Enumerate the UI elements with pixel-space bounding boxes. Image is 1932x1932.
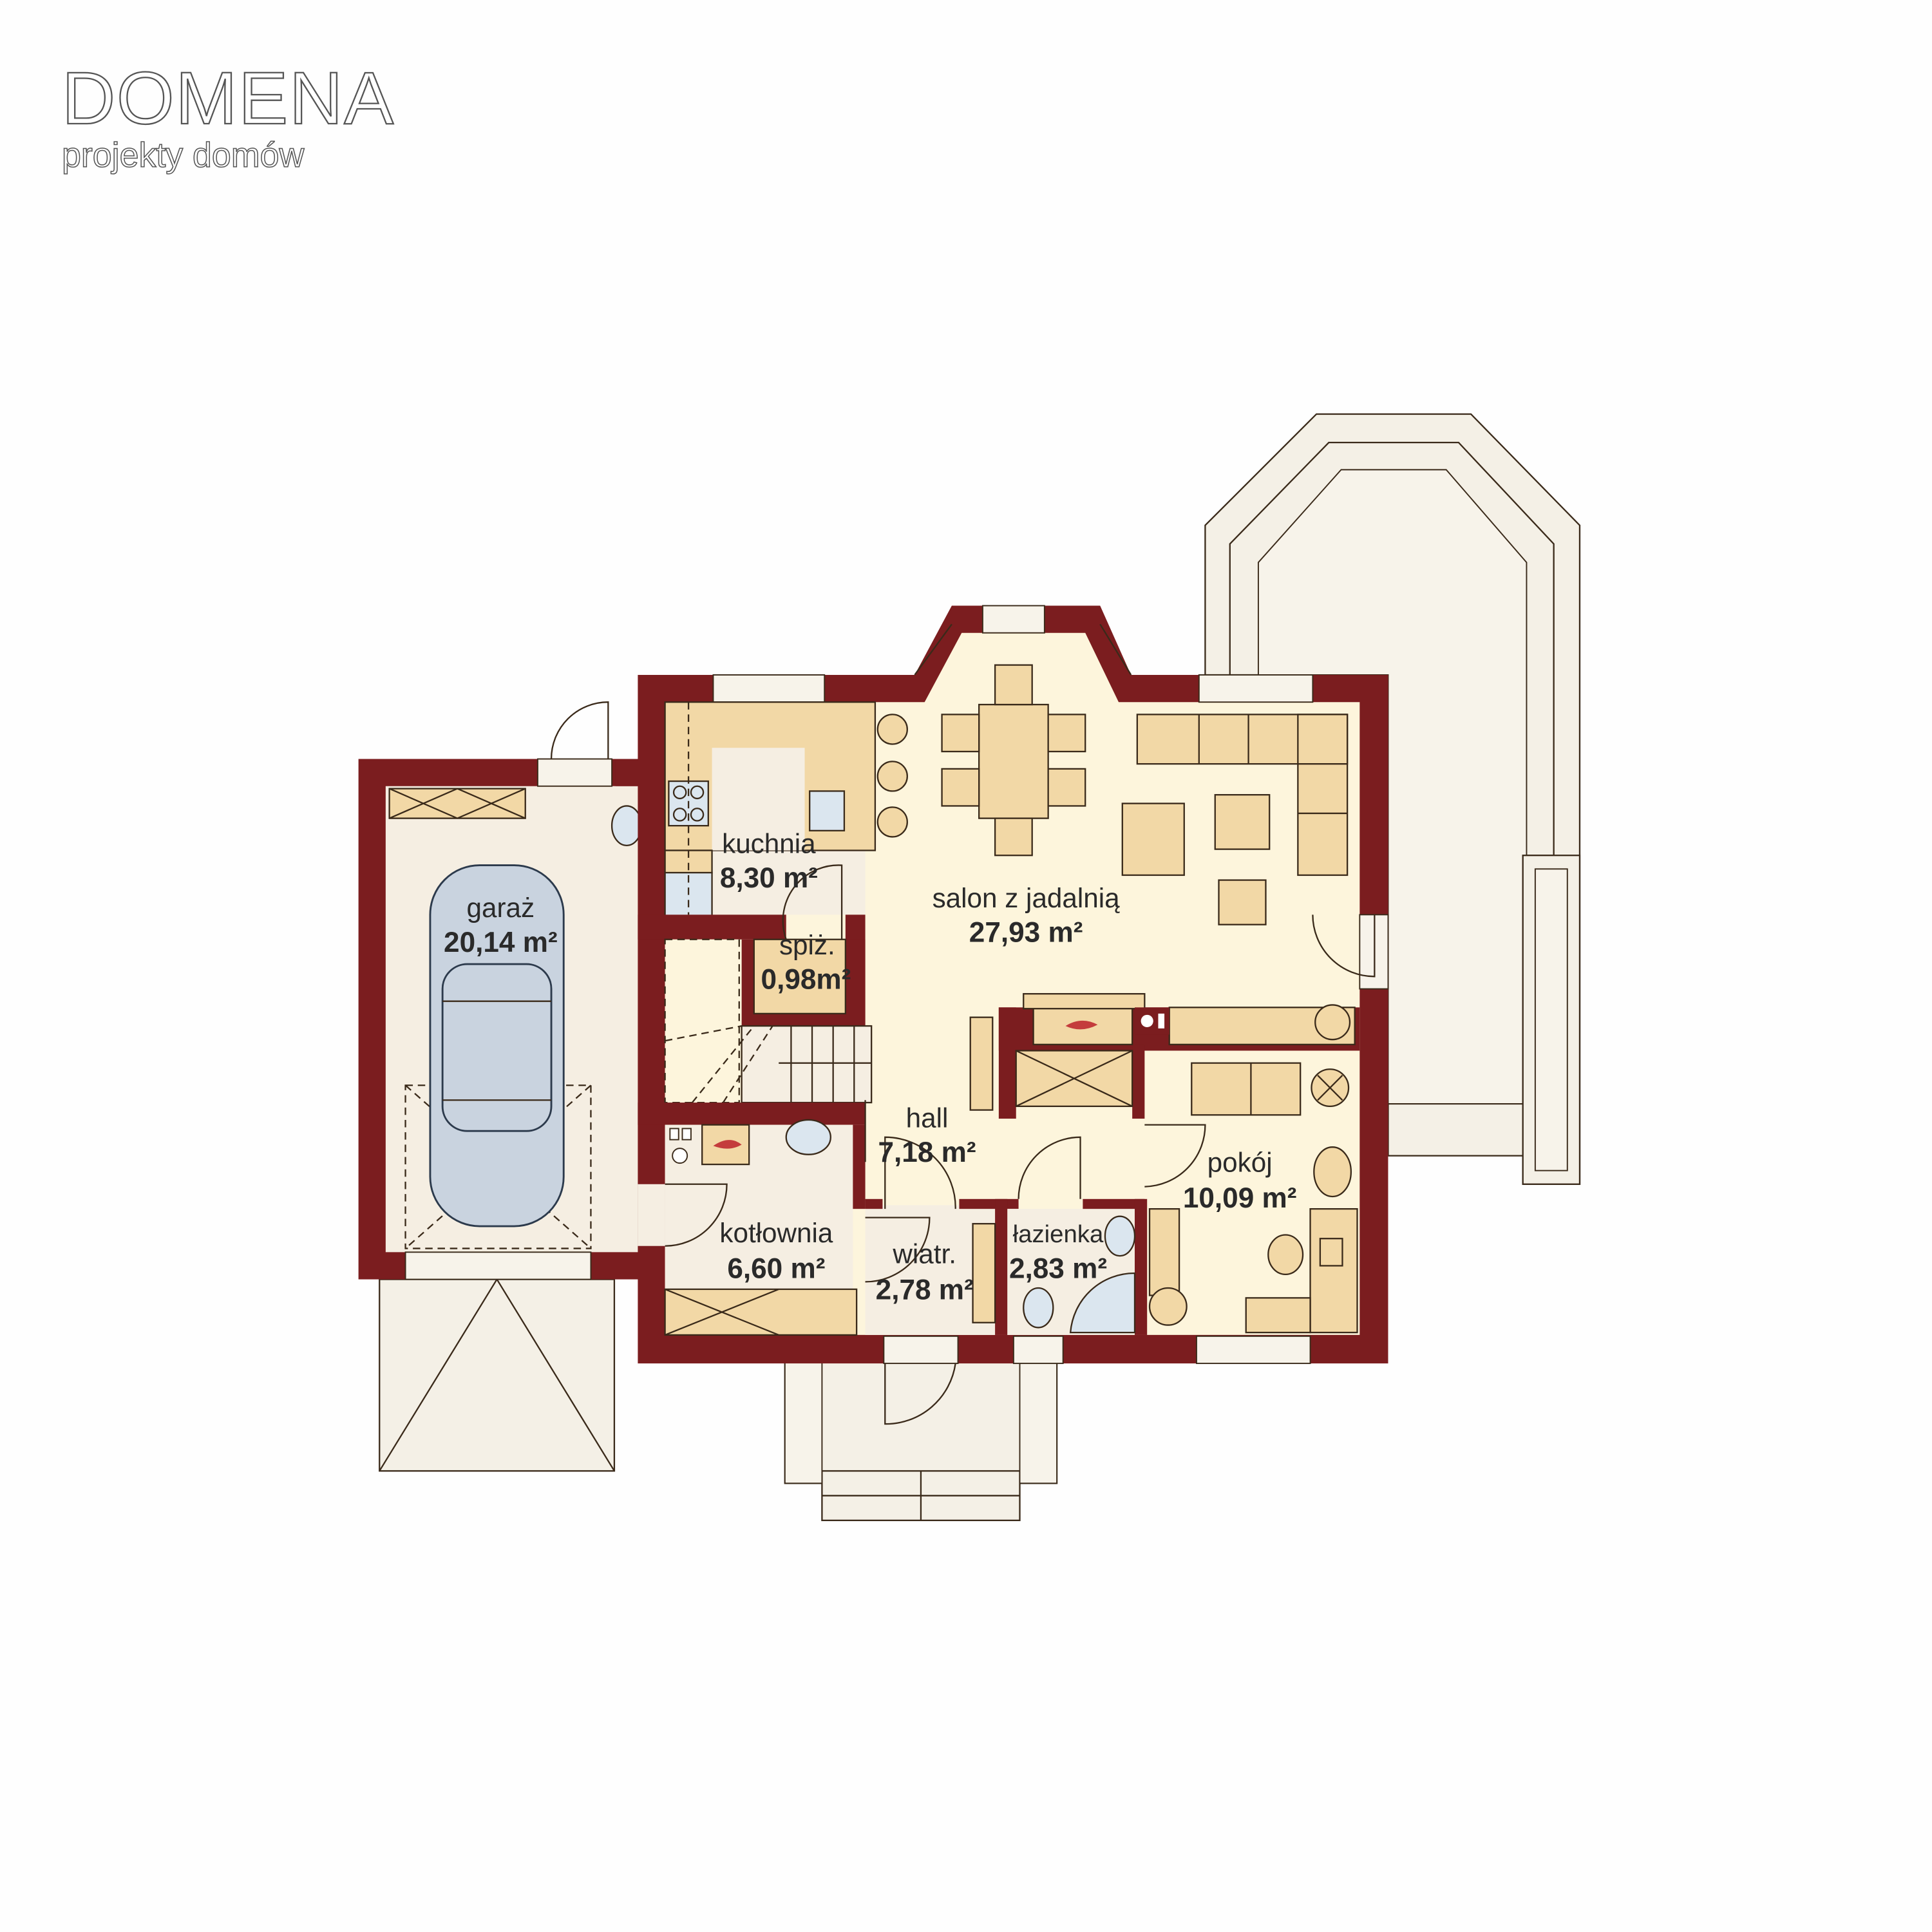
main-building	[638, 605, 1389, 1425]
room-garaz: garaż 20,14 m²	[444, 893, 558, 958]
logo: DOMENA projekty domów	[61, 57, 395, 175]
room-kotlownia: kotłownia 6,60 m²	[719, 1218, 833, 1285]
room-wiatr: wiatr. 2,78 m²	[876, 1239, 974, 1306]
svg-text:27,93 m²: 27,93 m²	[969, 917, 1083, 949]
room-hall: hall 7,18 m²	[878, 1103, 976, 1168]
entrance-porch	[784, 1359, 1058, 1521]
svg-text:10,09 m²: 10,09 m²	[1183, 1182, 1297, 1214]
svg-text:spiż.: spiż.	[779, 930, 835, 960]
room-labels: garaż 20,14 m² kuchnia 8,30 m² spiż. 0,98m²…	[444, 828, 1296, 1305]
svg-text:hall: hall	[906, 1103, 949, 1133]
room-spiz: spiż. 0,98m²	[761, 930, 851, 996]
svg-text:2,78 m²: 2,78 m²	[876, 1274, 974, 1305]
garage	[358, 701, 643, 1280]
svg-text:7,18 m²: 7,18 m²	[878, 1137, 976, 1168]
svg-text:kotłownia: kotłownia	[719, 1218, 833, 1248]
driveway	[379, 1278, 616, 1472]
room-pokoj: pokój 10,09 m²	[1183, 1148, 1297, 1215]
svg-text:0,98m²: 0,98m²	[761, 964, 851, 996]
svg-text:20,14 m²: 20,14 m²	[444, 927, 558, 958]
logo-brand: DOMENA	[62, 57, 395, 140]
room-lazienka: łazienka 2,83 m²	[1009, 1220, 1107, 1285]
terrace	[1204, 413, 1581, 1185]
svg-text:kuchnia: kuchnia	[722, 828, 816, 858]
svg-text:2,83 m²: 2,83 m²	[1009, 1253, 1107, 1285]
svg-text:garaż: garaż	[467, 893, 535, 923]
logo-tagline: projekty domów	[62, 136, 304, 175]
car-icon	[429, 864, 565, 1227]
svg-text:wiatr.: wiatr.	[892, 1239, 956, 1269]
svg-text:8,30 m²: 8,30 m²	[720, 862, 818, 894]
svg-text:pokój: pokój	[1208, 1148, 1273, 1178]
svg-text:6,60 m²: 6,60 m²	[727, 1253, 825, 1285]
svg-text:salon z jadalnią: salon z jadalnią	[933, 883, 1121, 913]
room-salon: salon z jadalnią 27,93 m²	[933, 883, 1121, 949]
room-kuchnia: kuchnia 8,30 m²	[720, 828, 818, 894]
svg-text:łazienka: łazienka	[1013, 1220, 1104, 1248]
